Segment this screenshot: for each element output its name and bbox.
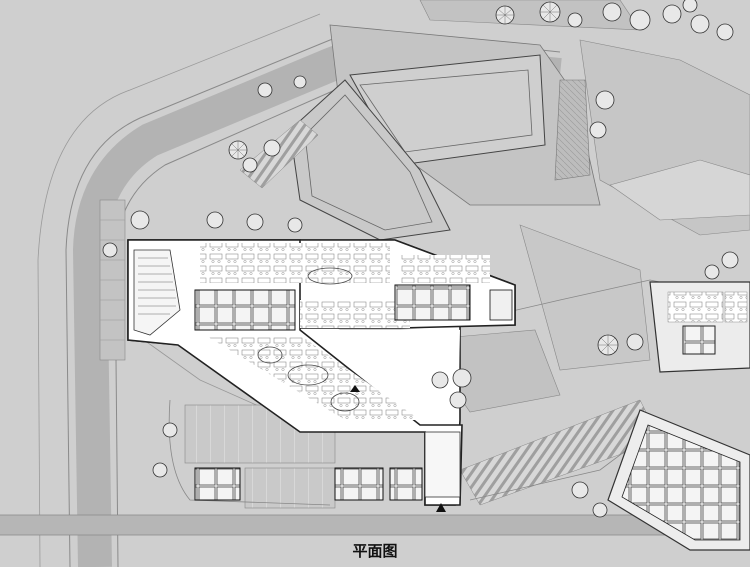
outer-boundary-line — [37, 13, 321, 567]
entrance-marker-south — [436, 503, 446, 512]
meeting-table-3 — [287, 364, 329, 386]
meeting-table-4 — [330, 392, 360, 412]
meeting-table-1 — [307, 267, 353, 285]
pavilion-middle — [334, 467, 384, 501]
pavilion-west — [194, 467, 241, 501]
meeting-table-2 — [257, 346, 283, 364]
terrace-middle — [289, 79, 451, 241]
service-core-east — [394, 284, 471, 321]
service-core-west — [194, 289, 296, 331]
office-desks-diagonal — [205, 335, 420, 420]
office-desks-northeast — [400, 255, 490, 283]
drawing-caption: 平面图 — [352, 542, 398, 560]
south-road — [0, 515, 750, 535]
entrance-marker-inner — [350, 385, 360, 392]
pavilion-east — [389, 467, 423, 501]
steps-northwest — [239, 119, 319, 189]
lobby-south — [424, 431, 461, 498]
office-desks-north — [200, 243, 390, 283]
